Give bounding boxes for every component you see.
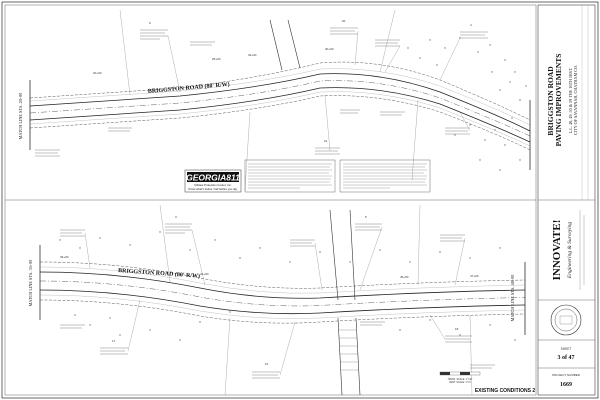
georgia811-banner <box>187 172 239 182</box>
top-utility-line-south <box>29 91 531 147</box>
engineer-seal <box>550 304 582 336</box>
top-station-4: 32+00 <box>248 53 257 57</box>
top-edge-pavement-south <box>29 87 531 143</box>
firm-subtitle: Engineering & Surveying <box>567 222 573 279</box>
bottom-side-road-south-east <box>355 317 361 396</box>
bottom-side-road-south-west <box>337 317 343 396</box>
top-lot-line-2 <box>379 9 396 73</box>
georgia811-sub: Utilities Protection Center, Inc. <box>194 183 232 187</box>
bottom-utility-line-south <box>39 294 526 319</box>
bottom-lot-line-3 <box>224 317 231 396</box>
top-station-3: 30+00 <box>325 47 334 51</box>
bottom-match-label-left: MATCH LINE STA. 35+00 <box>28 260 33 307</box>
sheet-number: 3 of 47 <box>558 355 575 361</box>
engineer-seal-mark <box>559 315 573 325</box>
top-lot-line-4 <box>411 99 419 181</box>
top-plan-view: MATCH LINE STA. 20+00 MATCH LINE STA. 35… <box>18 9 542 193</box>
bottom-vegetation <box>59 231 516 341</box>
bottom-lot-line-2 <box>417 204 421 286</box>
firm-name: INNOVATE! <box>551 220 563 281</box>
bottom-station-4: 47+00 <box>470 274 479 278</box>
engineer-seal-inner <box>554 308 578 332</box>
project-number-label: PROJECT NUMBER <box>552 373 581 377</box>
sheet-label: SHEET <box>561 347 572 351</box>
bottom-edge-pavement-south <box>39 289 526 315</box>
bottom-plan-view: MATCH LINE STA. 35+00 MATCH LINE STA. 48… <box>28 204 526 396</box>
project-number: 1669 <box>560 382 572 388</box>
top-parcel-number-3: 4 <box>470 23 472 27</box>
georgia811-tagline: Know what's below. Call before you dig. <box>188 187 237 191</box>
bottom-annotations <box>60 223 495 379</box>
top-row-line-north <box>29 61 531 121</box>
bottom-station-2: 40+00 <box>200 272 209 276</box>
top-utility-line-north <box>29 68 531 126</box>
bottom-parcel-number-5: 10 <box>265 362 269 366</box>
top-edge-pavement-north <box>29 73 531 132</box>
bottom-parcel-number-3: 17 <box>112 339 116 343</box>
bottom-parcel-number-4: 18 <box>455 327 459 331</box>
top-side-road-west <box>269 19 283 71</box>
bottom-lot-line-1 <box>159 204 171 283</box>
top-parcel-number-2: 20 <box>342 19 346 23</box>
bottom-parcel-number-2: 5 <box>365 215 367 219</box>
top-centerline <box>29 80 531 137</box>
top-demolition-note-box <box>339 159 431 193</box>
top-lot-line-3 <box>244 111 251 191</box>
bottom-centerline <box>39 280 526 307</box>
sheet-title: EXISTING CONDITIONS 2 <box>475 388 536 394</box>
bottom-station-1: 36+00 <box>60 255 69 259</box>
top-station-2: 25+00 <box>212 57 221 61</box>
top-match-label-left: MATCH LINE STA. 20+00 <box>18 93 23 140</box>
project-subtitle: L.L. 48, 49, 50 & 59 THE 16TH DIST. CITY… <box>568 65 579 135</box>
top-leader-lines <box>167 30 471 152</box>
title-block: BRIGGSTON ROAD PAVING IMPROVEMENTS L.L. … <box>537 4 596 396</box>
scale-label: HORIZ. SCALE: 1"=40'VERT. SCALE: 1"=4' <box>448 378 473 384</box>
scale-bar <box>439 371 481 376</box>
bottom-utility-line-north <box>39 266 526 294</box>
top-side-road-east <box>287 19 301 69</box>
top-parcel-number-4: 21 <box>324 139 328 143</box>
georgia811-brand: GEORGIA811 <box>186 173 240 183</box>
top-general-note-text <box>248 163 332 189</box>
top-parcel-number-1: 6 <box>149 21 151 25</box>
bottom-parcel-number-1: 3 <box>175 215 177 219</box>
top-station-1: 20+00 <box>93 71 102 75</box>
bottom-side-road-hatch <box>339 329 359 371</box>
bottom-side-road-north-west <box>329 209 339 301</box>
bottom-row-line-south <box>39 299 526 324</box>
bottom-match-label-right: MATCH LINE STA. 48+00 <box>510 275 515 322</box>
top-lot-line-1 <box>119 9 131 96</box>
bottom-lot-line-4 <box>469 314 473 396</box>
top-demolition-note-text <box>343 163 427 189</box>
firm-address-lines <box>579 210 585 290</box>
bottom-row-line-north <box>39 261 526 289</box>
bottom-edge-pavement-north <box>39 271 526 299</box>
top-row-line-south <box>29 95 531 151</box>
bottom-side-road-north-east <box>349 209 356 301</box>
bottom-leader-lines <box>84 226 466 376</box>
top-annotations <box>35 27 488 157</box>
georgia811-logo: GEORGIA811 Utilities Protection Center, … <box>184 169 242 193</box>
bottom-station-3: 45+00 <box>400 275 409 279</box>
top-general-note-box <box>244 159 336 193</box>
project-title: BRIGGSTON ROAD PAVING IMPROVEMENTS <box>546 54 563 147</box>
